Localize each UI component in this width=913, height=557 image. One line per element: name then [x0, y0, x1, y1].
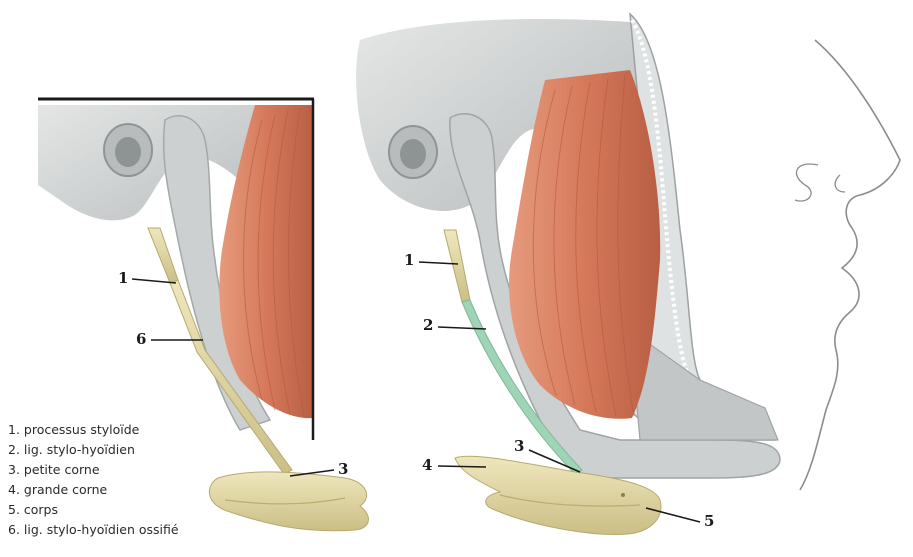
- left-styloid-process: [148, 228, 178, 283]
- right-callout-4: 4: [422, 456, 432, 474]
- legend-item: 6. lig. stylo-hyoïdien ossifié: [8, 520, 179, 540]
- legend-item: 2. lig. stylo-hyoïdien: [8, 440, 179, 460]
- left-callout-3: 3: [338, 460, 348, 478]
- right-styloid-process: [444, 230, 470, 302]
- right-panel: 1 2 4 3 5: [356, 14, 900, 534]
- legend-item: 1. processus styloïde: [8, 420, 179, 440]
- legend-item: 3. petite corne: [8, 460, 179, 480]
- left-callout-1: 1: [118, 269, 128, 287]
- right-lower-jaw-block: [630, 330, 778, 440]
- left-callout-6: 6: [136, 330, 146, 348]
- right-callout-1: 1: [404, 251, 414, 269]
- face-profile-outline: [800, 40, 900, 490]
- legend-item: 5. corps: [8, 500, 179, 520]
- right-callout-2: 2: [423, 316, 433, 334]
- legend-item: 4. grande corne: [8, 480, 179, 500]
- legend-list: 1. processus styloïde 2. lig. stylo-hyoï…: [8, 420, 179, 540]
- right-callout-5: 5: [704, 512, 714, 530]
- right-callout-3: 3: [514, 437, 524, 455]
